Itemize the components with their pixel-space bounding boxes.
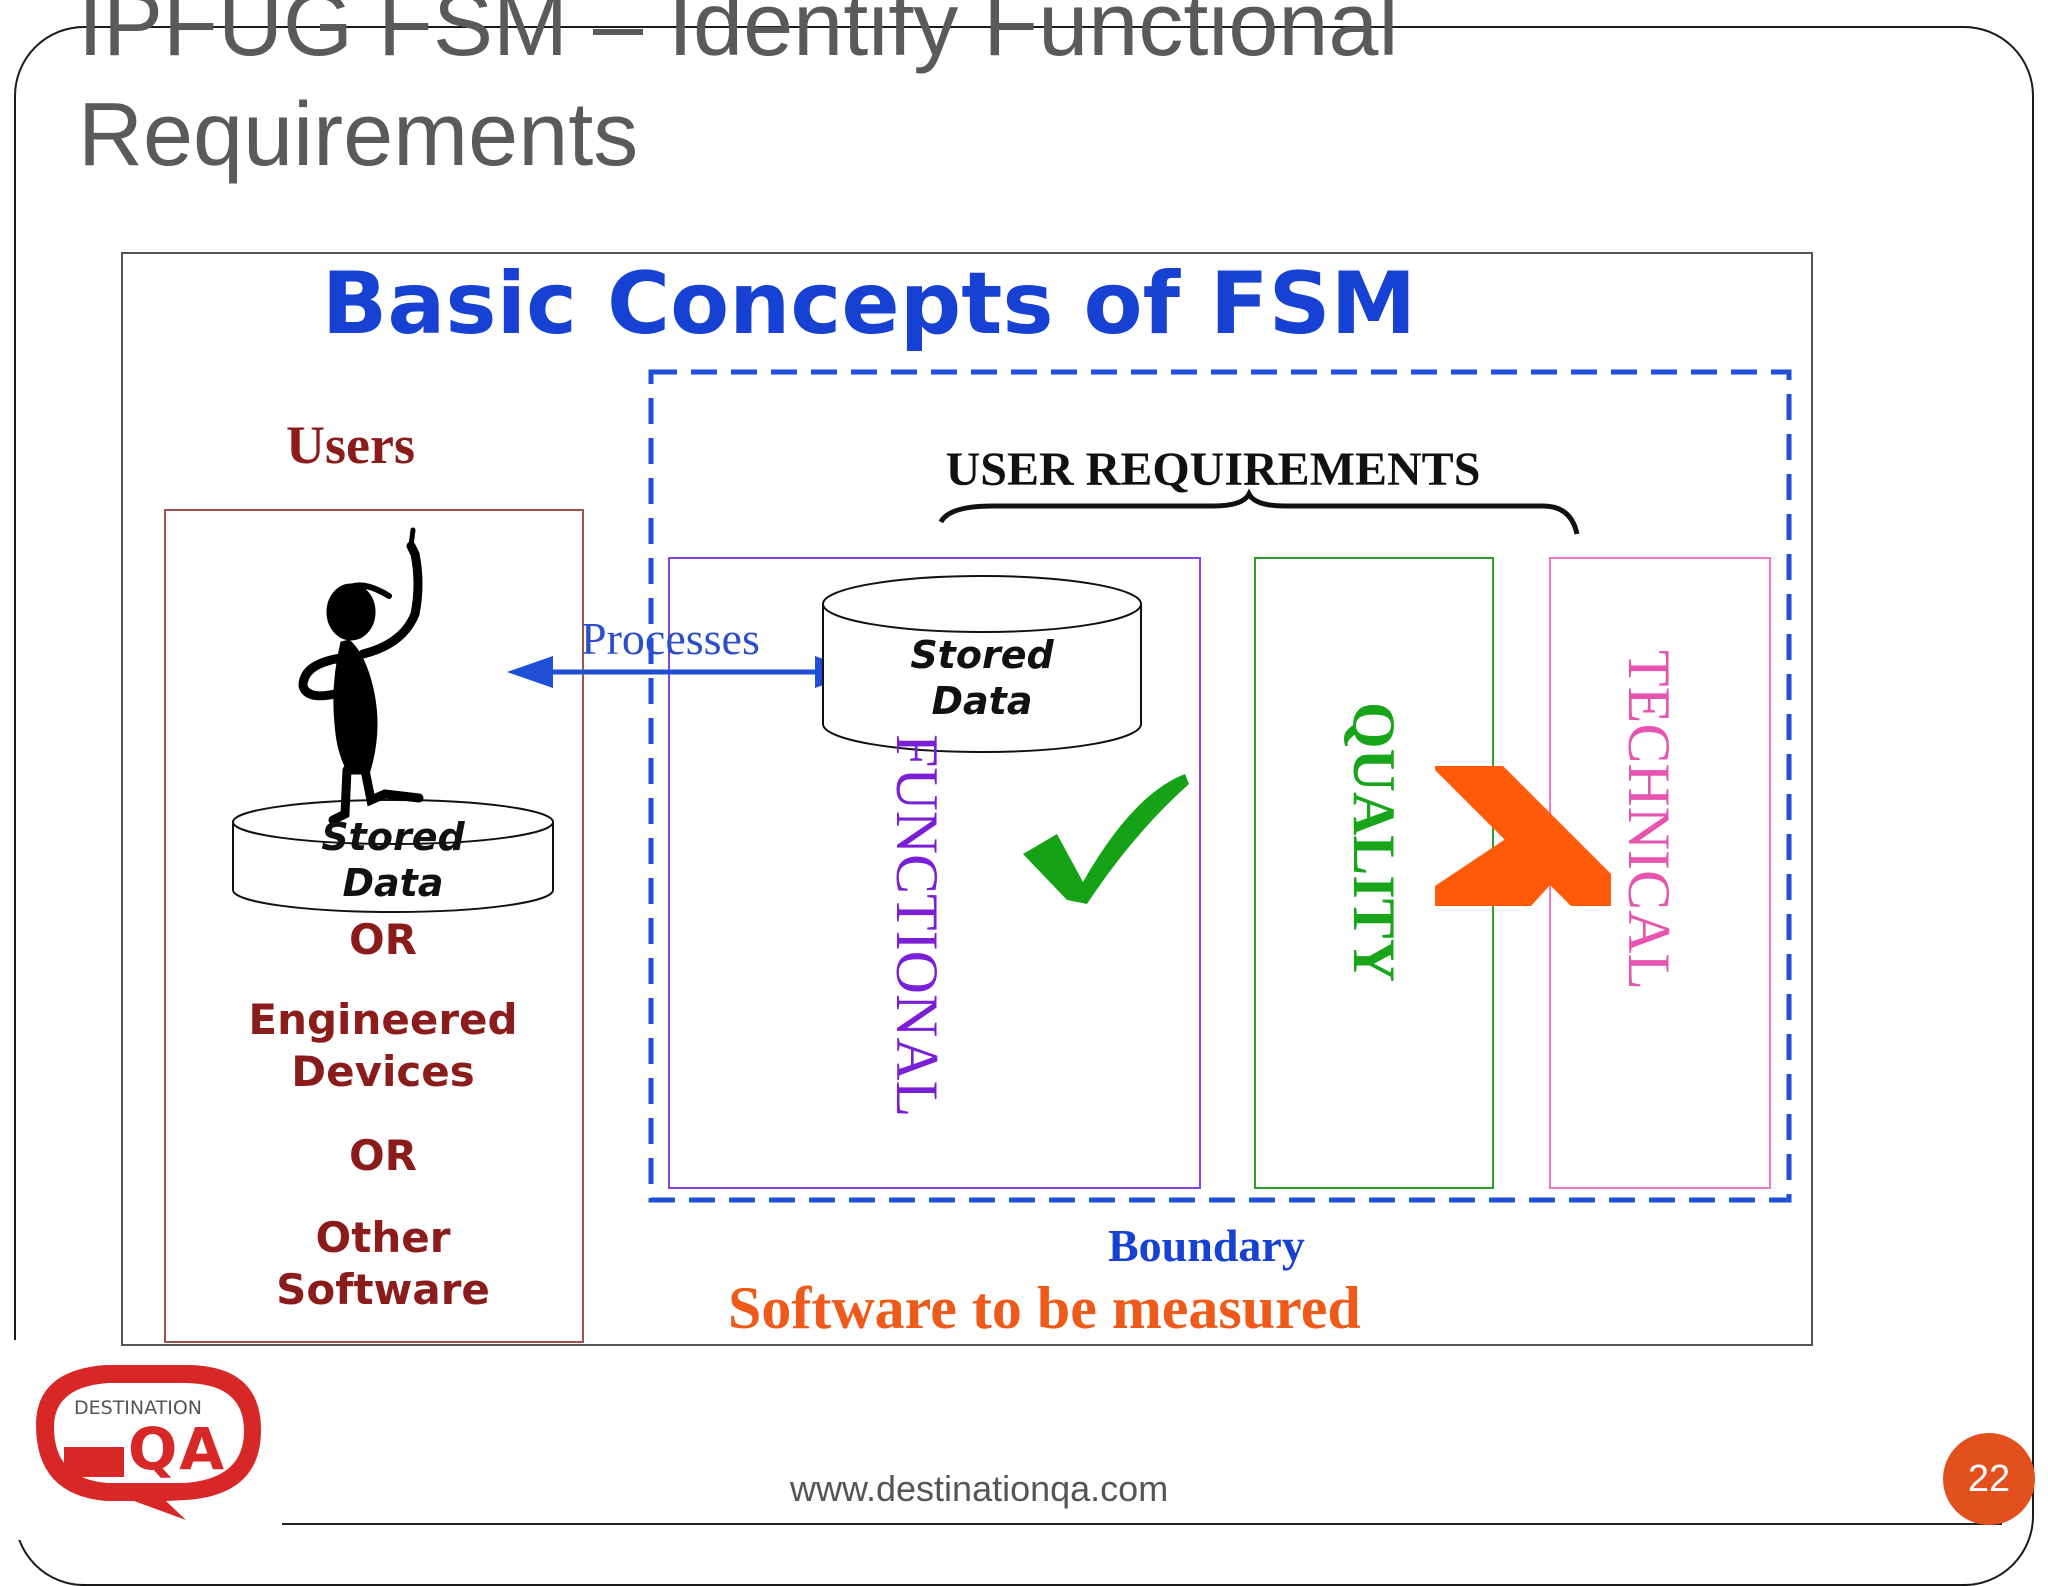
users-box — [164, 509, 584, 1343]
or-label-1: OR — [348, 915, 418, 964]
other-line: Other — [315, 1213, 451, 1262]
requirements-brace — [938, 488, 1580, 535]
diagram-graphics — [164, 369, 1792, 1343]
functional-label: FUNCTIONAL — [884, 734, 950, 1118]
footer-divider — [282, 1523, 2002, 1525]
engineered-line: Engineered — [248, 995, 518, 1044]
technical-label: TECHNICAL — [1616, 650, 1682, 990]
or-label-2: OR — [348, 1131, 418, 1180]
engineered-devices-label: Engineered Devices — [173, 994, 593, 1098]
functional-box — [668, 557, 1201, 1189]
users-label: Users — [286, 415, 415, 475]
other-software-label: Other Software — [173, 1212, 593, 1316]
checkmark-icon — [1023, 774, 1189, 904]
software-line: Software — [276, 1265, 490, 1314]
cross-icon — [1435, 766, 1611, 906]
stored-data-left-line1: Stored — [321, 815, 465, 859]
fsm-diagram: Basic Concepts of FSM Users USER REQUIRE… — [121, 252, 1813, 1346]
processes-label: Processes — [581, 613, 760, 664]
devices-line: Devices — [291, 1047, 475, 1096]
stored-data-left: Stored Data — [293, 814, 493, 906]
stored-data-left-line2: Data — [342, 861, 444, 905]
logo-main-text: QA — [128, 1415, 227, 1483]
stored-data-right: Stored Data — [882, 632, 1082, 724]
database-icon — [822, 575, 1142, 753]
database-icon-left — [232, 799, 554, 913]
quality-label: QUALITY — [1341, 701, 1407, 983]
diagram-heading: Basic Concepts of FSM — [321, 254, 1417, 354]
boundary-box — [648, 369, 1792, 1203]
software-measured-label: Software to be measured — [728, 1275, 1361, 1341]
stored-data-right-line2: Data — [931, 679, 1033, 723]
boundary-label: Boundary — [1108, 1220, 1305, 1271]
page-number-badge: 22 — [1943, 1433, 2035, 1525]
footer-url: www.destinationqa.com — [790, 1468, 1169, 1509]
logo-top-text: DESTINATION — [74, 1397, 203, 1419]
arrow-left-head — [507, 656, 553, 688]
destinationqa-logo: DESTINATION QA — [16, 1355, 266, 1520]
user-requirements-label: USER REQUIREMENTS — [945, 443, 1481, 496]
slide-title: IPFUG FSM – Identify Functional Requirem… — [78, 0, 1399, 185]
logo-graphic — [36, 1365, 261, 1520]
stored-data-right-line1: Stored — [910, 633, 1054, 677]
stick-figure-icon — [298, 527, 424, 825]
frame-gap — [0, 1340, 30, 1540]
